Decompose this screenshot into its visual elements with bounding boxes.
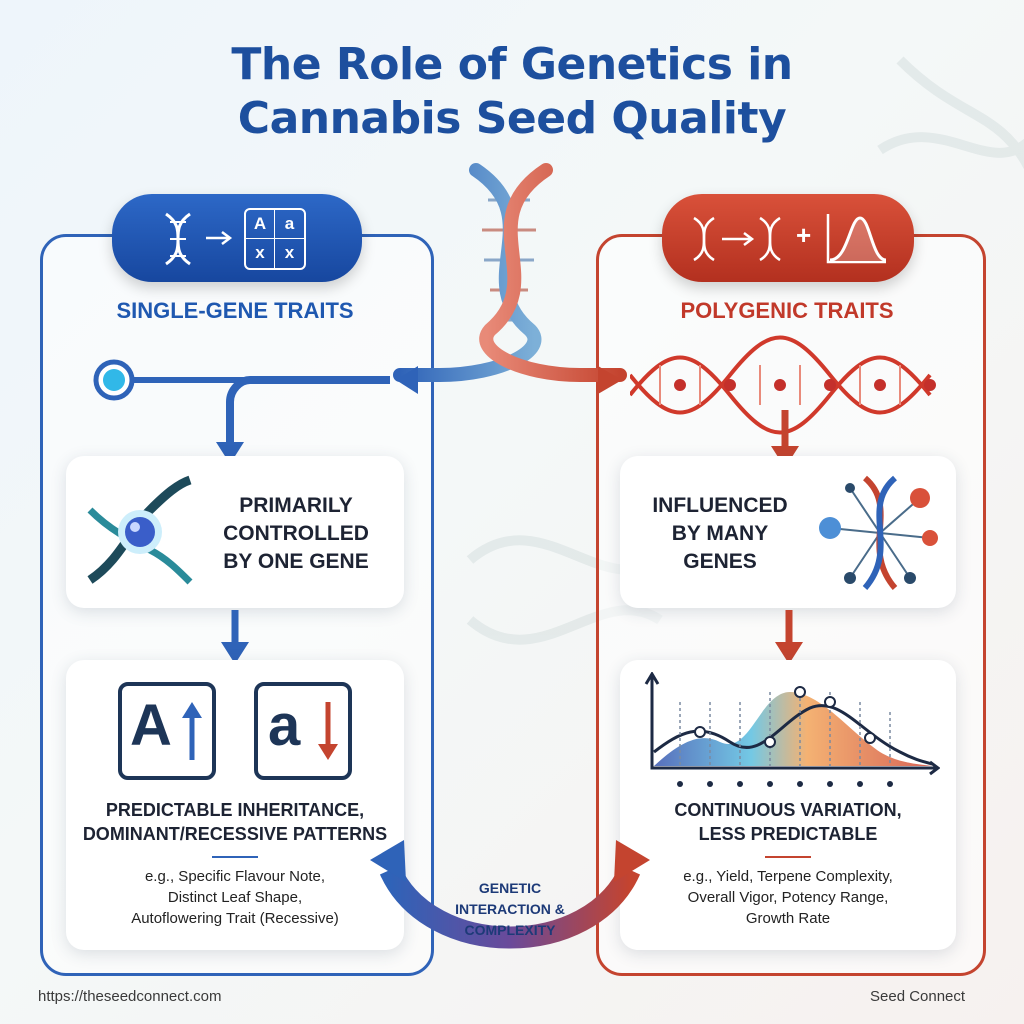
polygenic-outcome-text: CONTINUOUS VARIATION, LESS PREDICTABLE: [620, 798, 956, 846]
bell-curve-icon: [826, 214, 887, 264]
plus-icon: +: [796, 220, 812, 250]
single-gene-examples: e.g., Specific Flavour Note, Distinct Le…: [66, 866, 404, 929]
left-connector-arrowhead: [396, 366, 418, 394]
influence-line-1: INFLUENCED: [652, 494, 788, 517]
distribution-chart-icon: [644, 672, 940, 787]
footer-brand: Seed Connect: [870, 988, 966, 1005]
interaction-line-1: GENETIC: [478, 880, 542, 896]
influence-line-3: GENES: [683, 550, 757, 573]
dominant-allele-box: A: [118, 682, 216, 780]
poly-outcome-line-1: CONTINUOUS VARIATION,: [674, 800, 902, 820]
poly-example-line-3: Growth Rate: [745, 910, 831, 927]
down-arrow-icon: [318, 702, 338, 760]
outcome-divider: [212, 856, 258, 858]
example-line-3: Autoflowering Trait (Recessive): [131, 910, 339, 927]
control-line-3: BY ONE GENE: [223, 550, 369, 573]
polygenic-influence-card: INFLUENCED BY MANY GENES: [620, 456, 956, 608]
single-gene-control-card: PRIMARILY CONTROLLED BY ONE GENE: [66, 456, 404, 608]
example-line-1: e.g., Specific Flavour Note,: [144, 868, 326, 885]
arrow-right-icon: [206, 231, 233, 245]
interaction-label: GENETIC INTERACTION & COMPLEXITY: [430, 878, 590, 941]
outcome-line-2: DOMINANT/RECESSIVE PATTERNS: [82, 824, 388, 844]
poly-example-line-2: Overall Vigor, Potency Range,: [687, 889, 889, 906]
poly-outcome-divider: [765, 856, 811, 858]
example-line-2: Distinct Leaf Shape,: [167, 889, 303, 906]
up-arrow-icon: [182, 702, 202, 760]
single-gene-outcome-card: A a PREDICTABLE INHERITANCE, DOMINANT/RE…: [66, 660, 404, 950]
single-gene-heading: SINGLE-GENE TRAITS: [116, 298, 354, 323]
polygenic-dna-strand: [630, 335, 936, 435]
right-connector-arrowhead: [598, 366, 622, 394]
multi-dna-icon: [693, 216, 781, 262]
page-title: The Role of Genetics in Cannabis Seed Qu…: [0, 38, 1024, 146]
gene-network-icon: [819, 475, 938, 590]
polygenic-badge: +: [662, 194, 914, 282]
interaction-line-3: COMPLEXITY: [464, 922, 556, 938]
footer-url[interactable]: https://theseedconnect.com: [38, 988, 222, 1005]
title-line-2: Cannabis Seed Quality: [237, 93, 787, 144]
central-dna-helix: [393, 163, 627, 382]
punnett-cell-4: x: [284, 243, 295, 262]
control-line-1: PRIMARILY: [239, 494, 353, 517]
gene-node-icon: [87, 475, 193, 585]
interaction-arc-arrow: [370, 840, 650, 949]
polygenic-heading: POLYGENIC TRAITS: [680, 298, 894, 323]
influence-line-2: BY MANY: [671, 522, 769, 545]
dna-icon: [165, 212, 191, 266]
single-gene-outcome-text: PREDICTABLE INHERITANCE, DOMINANT/RECESS…: [66, 798, 404, 846]
poly-example-line-1: e.g., Yield, Terpene Complexity,: [683, 868, 893, 885]
polygenic-influence-text: INFLUENCED BY MANY GENES: [630, 492, 810, 576]
title-line-1: The Role of Genetics in: [231, 39, 793, 90]
poly-outcome-line-2: LESS PREDICTABLE: [698, 824, 878, 844]
punnett-cell-1: A: [246, 210, 275, 239]
punnett-cell-2: a: [275, 210, 304, 239]
punnett-square-icon: A a x x: [244, 208, 306, 270]
left-connector-arrow: [93, 359, 390, 464]
right-down-arrow-2: [775, 610, 803, 664]
single-gene-badge: A a x x: [112, 194, 362, 282]
polygenic-outcome-card: CONTINUOUS VARIATION, LESS PREDICTABLE e…: [620, 660, 956, 950]
left-down-arrow: [221, 610, 249, 664]
single-gene-control-text: PRIMARILY CONTROLLED BY ONE GENE: [206, 492, 386, 576]
recessive-allele-box: a: [254, 682, 352, 780]
punnett-cell-3: x: [246, 239, 275, 268]
polygenic-examples: e.g., Yield, Terpene Complexity, Overall…: [620, 866, 956, 929]
outcome-line-1: PREDICTABLE INHERITANCE,: [105, 800, 365, 820]
interaction-line-2: INTERACTION &: [455, 901, 565, 917]
dominant-allele-letter: A: [130, 693, 172, 758]
control-line-2: CONTROLLED: [223, 522, 369, 545]
recessive-allele-letter: a: [268, 693, 301, 758]
